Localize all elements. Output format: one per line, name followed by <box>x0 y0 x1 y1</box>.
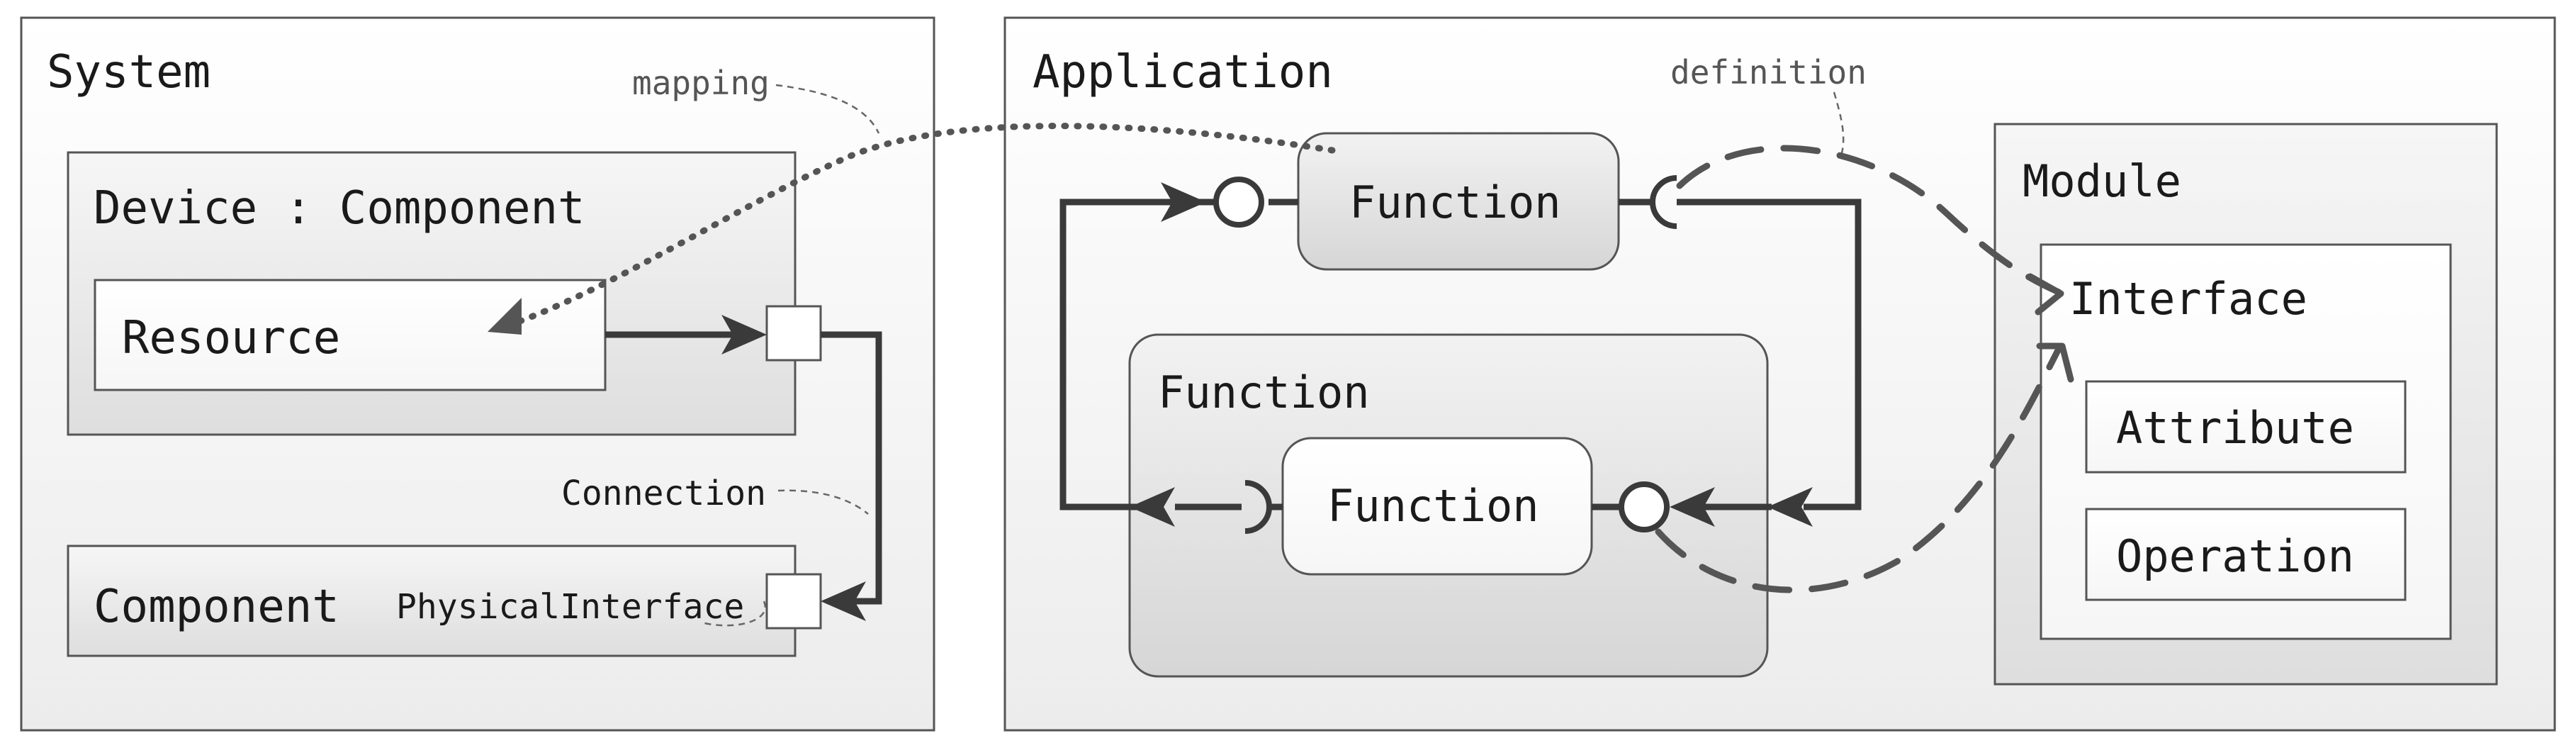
top-function-label: Function <box>1349 177 1561 228</box>
physical-interface-leader <box>701 601 766 627</box>
mapping-leader <box>775 84 880 134</box>
container-function-label: Function <box>1158 367 1370 418</box>
resource-box: Resource <box>94 279 607 391</box>
application-title: Application <box>1033 46 1333 99</box>
top-function-pill: Function <box>1297 132 1620 271</box>
right-loop-connector <box>1592 175 1862 532</box>
interface-title: Interface <box>2069 273 2307 325</box>
mapping-label: mapping <box>632 64 770 102</box>
module-title: Module <box>2023 155 2181 207</box>
attribute-box: Attribute <box>2085 380 2407 474</box>
system-title: System <box>47 46 210 99</box>
top-function-provided-port <box>1213 177 1264 228</box>
connection-label: Connection <box>561 474 766 513</box>
definition-label: definition <box>1670 53 1867 91</box>
top-function-required-port <box>1650 175 1677 229</box>
physical-interface-label: PhysicalInterface <box>396 587 744 627</box>
component-box: Component <box>67 545 797 657</box>
resource-to-port-arrow <box>605 315 767 355</box>
left-loop-connector <box>1059 177 1298 534</box>
device-port <box>765 305 822 362</box>
connection-line <box>821 331 882 621</box>
inner-function-pill: Function <box>1281 437 1593 576</box>
device-component-title: Device : Component <box>94 182 585 235</box>
attribute-label: Attribute <box>2116 402 2354 454</box>
definition-leader <box>1833 91 1845 157</box>
operation-label: Operation <box>2116 530 2354 582</box>
definition-arrow-top <box>1676 145 2064 316</box>
operation-box: Operation <box>2085 508 2407 601</box>
inner-function-label: Function <box>1327 480 1539 532</box>
inner-function-provided-port <box>1619 481 1670 532</box>
definition-arrow-bottom <box>1655 342 2074 593</box>
physical-interface-port <box>765 573 822 630</box>
connection-leader <box>777 489 869 515</box>
resource-label: Resource <box>122 312 340 364</box>
component-title: Component <box>94 581 339 633</box>
mapping-arrow <box>488 123 1336 335</box>
